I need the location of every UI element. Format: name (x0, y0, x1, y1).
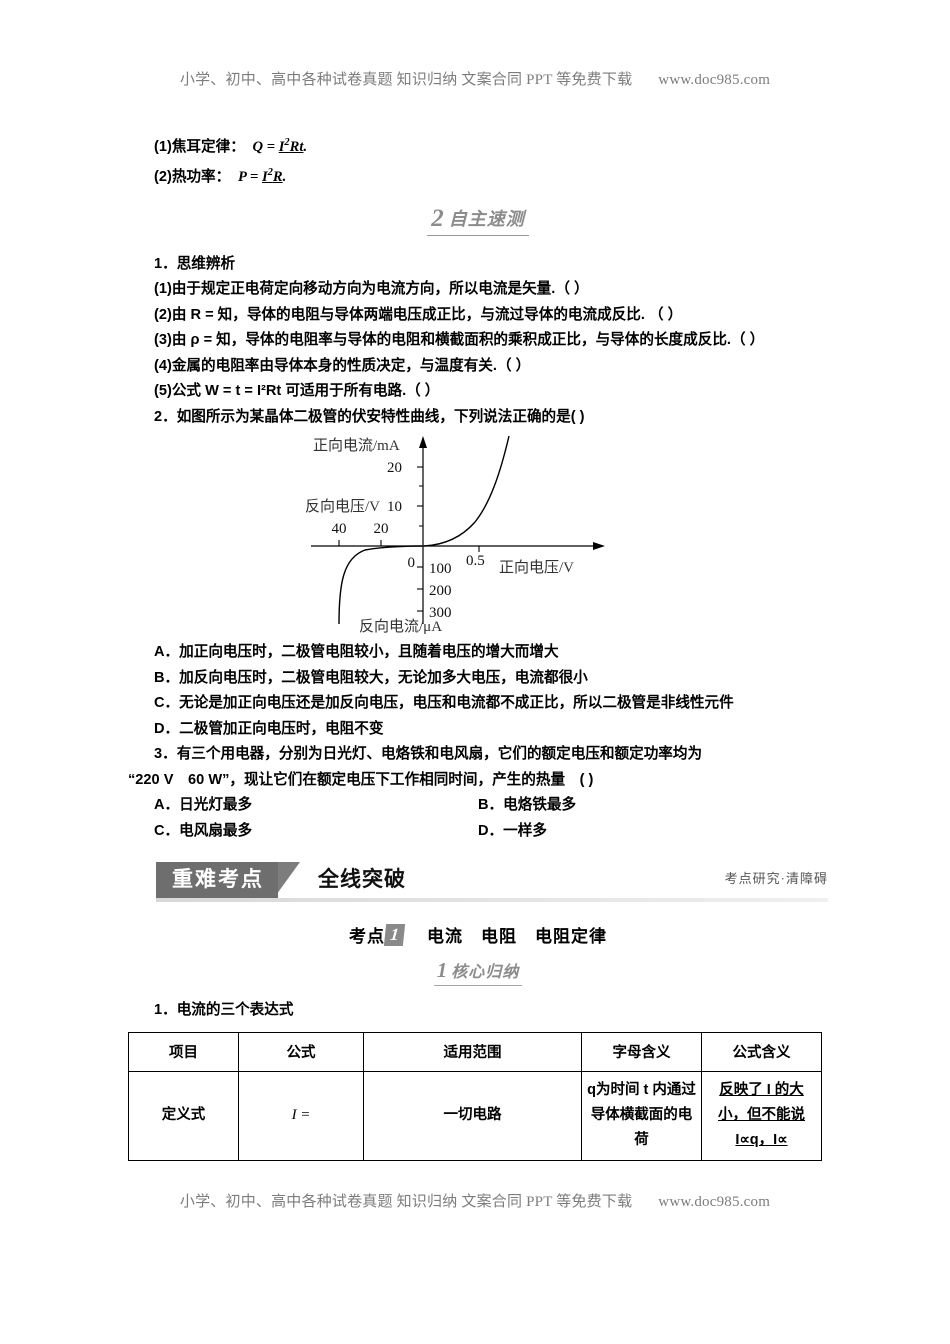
svg-text:0.5: 0.5 (466, 553, 485, 569)
table-header-formula: 公式 (238, 1031, 364, 1072)
banner-underline (156, 898, 828, 903)
footer-watermark: 小学、初中、高中各种试卷真题 知识归纳 文案合同 PPT 等免费下载 www.do… (0, 1190, 950, 1211)
table-cell-formula: I = (238, 1070, 364, 1161)
table-row: 定义式 I = 一切电路 q为时间 t 内通过导体横截面的电荷 反映了 I 的大… (128, 1070, 822, 1161)
table-header-letter-meaning: 字母含义 (581, 1031, 702, 1072)
table-title: 1．电流的三个表达式 (154, 1002, 294, 1019)
question-3-option-d: D．一样多 (478, 822, 547, 839)
table-header-row: 项目 公式 适用范围 字母含义 公式含义 (128, 1031, 822, 1072)
table-cell-scope: 一切电路 (363, 1070, 582, 1161)
table-cell-formula-text: I = (291, 1107, 311, 1124)
diode-curve-svg: 正向电流/mA 20 10 反向电压/V 40 20 0 100 200 300… (305, 436, 605, 634)
question-3-option-c: C．电风扇最多 (154, 822, 253, 839)
section-heading-number: 2 (431, 204, 444, 232)
question-2-option-d: D．二极管加正向电压时，电阻不变 (154, 720, 384, 737)
section-heading-text: 自主速测 (448, 208, 525, 229)
current-expressions-table: 项目 公式 适用范围 字母含义 公式含义 定义式 I = 一切电路 q为时间 t… (128, 1031, 822, 1161)
table-header-formula-meaning: 公式含义 (701, 1031, 822, 1072)
subheading-number: 1 (436, 958, 448, 983)
svg-text:20: 20 (387, 460, 402, 476)
table-header-scope: 适用范围 (363, 1031, 582, 1072)
svg-text:10: 10 (387, 499, 402, 515)
watermark-url: www.doc985.com (658, 72, 771, 88)
footer-watermark-text: 小学、初中、高中各种试卷真题 知识归纳 文案合同 PPT 等免费下载 (179, 1194, 633, 1210)
table-cell-item: 定义式 (128, 1070, 239, 1161)
table-header-item: 项目 (128, 1031, 239, 1072)
question-3-stem-line1: 3．有三个用电器，分别为日光灯、电烙铁和电风扇，它们的额定电压和额定功率均为 (154, 746, 703, 763)
question-1-item-4: (4)金属的电阻率由导体本身的性质决定，与温度有关.（ ） (154, 357, 531, 374)
section-banner: 重难考点 全线突破 考点研究·清障碍 (128, 862, 828, 906)
question-2-stem: 2．如图所示为某晶体二极管的伏安特性曲线，下列说法正确的是( ) (154, 408, 585, 425)
watermark-text: 小学、初中、高中各种试卷真题 知识归纳 文案合同 PPT 等免费下载 (179, 72, 633, 88)
kaodian-label: 考点 (349, 927, 385, 947)
question-1-title: 1．思维辨析 (154, 255, 236, 272)
question-3-options-row-2: C．电风扇最多 D．一样多 (128, 819, 828, 845)
question-1-item-3: (3)由 ρ = 知，导体的电阻率与导体的电阻和横截面积的乘积成正比，与导体的长… (154, 332, 765, 349)
svg-text:20: 20 (374, 521, 389, 537)
question-3-option-b: B．电烙铁最多 (478, 797, 577, 814)
banner-right-note: 考点研究·清障碍 (724, 871, 828, 887)
question-2-option-c: C．无论是加正向电压还是加反向电压，电压和电流都不成正比，所以二极管是非线性元件 (154, 695, 734, 712)
svg-text:反向电压/V: 反向电压/V (305, 498, 380, 515)
formula-joule-law: (1)焦耳定律： Q = I2Rt. (154, 137, 308, 155)
question-1-item-5: (5)公式 W = t = I²Rt 可适用于所有电路.（ ） (154, 383, 440, 400)
formula-joule-label: (1)焦耳定律： (154, 138, 245, 155)
svg-text:正向电流/mA: 正向电流/mA (313, 437, 400, 454)
question-3-option-a: A．日光灯最多 (154, 797, 253, 814)
svg-text:40: 40 (332, 521, 347, 537)
svg-text:300: 300 (429, 605, 452, 621)
svg-text:200: 200 (429, 583, 452, 599)
kaodian-number-badge: 1 (383, 924, 406, 947)
banner-chevron-icon (274, 862, 300, 899)
kaodian-title: 电流 电阻 电阻定律 (427, 927, 607, 947)
table-cell-formula-meaning: 反映了 I 的大小，但不能说 I∝q，I∝ (701, 1070, 822, 1161)
banner-tag-label: 重难考点 (156, 862, 278, 899)
banner-subtitle: 全线突破 (318, 868, 406, 892)
subheading-text: 核心归纳 (451, 964, 520, 982)
formula-power-label: (2)热功率： (154, 169, 231, 186)
svg-text:100: 100 (429, 561, 452, 577)
question-1-item-1: (1)由于规定正电荷定向移动方向为电流方向，所以电流是矢量.（ ） (154, 281, 589, 298)
svg-text:0: 0 (408, 555, 416, 571)
question-2-option-b: B．加反向电压时，二极管电阻较大，无论加多大电压，电流都很小 (154, 669, 588, 686)
table-cell-letter-meaning: q为时间 t 内通过导体横截面的电荷 (581, 1070, 702, 1161)
header-watermark: 小学、初中、高中各种试卷真题 知识归纳 文案合同 PPT 等免费下载 www.do… (0, 68, 950, 89)
question-2-option-a: A．加正向电压时，二极管电阻较小，且随着电压的增大而增大 (154, 644, 559, 661)
footer-watermark-url: www.doc985.com (658, 1194, 771, 1210)
svg-text:正向电压/V: 正向电压/V (499, 559, 574, 576)
question-3-options-row-1: A．日光灯最多 B．电烙铁最多 (128, 793, 828, 819)
formula-thermal-power: (2)热功率： P = I2R. (154, 167, 287, 186)
question-3-stem-line2: “220 V 60 W”，现让它们在额定电压下工作相同时间，产生的热量 ( ) (128, 771, 594, 788)
diode-iv-characteristic-figure: 正向电流/mA 20 10 反向电压/V 40 20 0 100 200 300… (128, 434, 828, 634)
question-1-item-2: (2)由 R = 知，导体的电阻与导体两端电压成正比，与流过导体的电流成反比. … (154, 306, 683, 323)
svg-text:反向电流/μA: 反向电流/μA (359, 618, 442, 634)
